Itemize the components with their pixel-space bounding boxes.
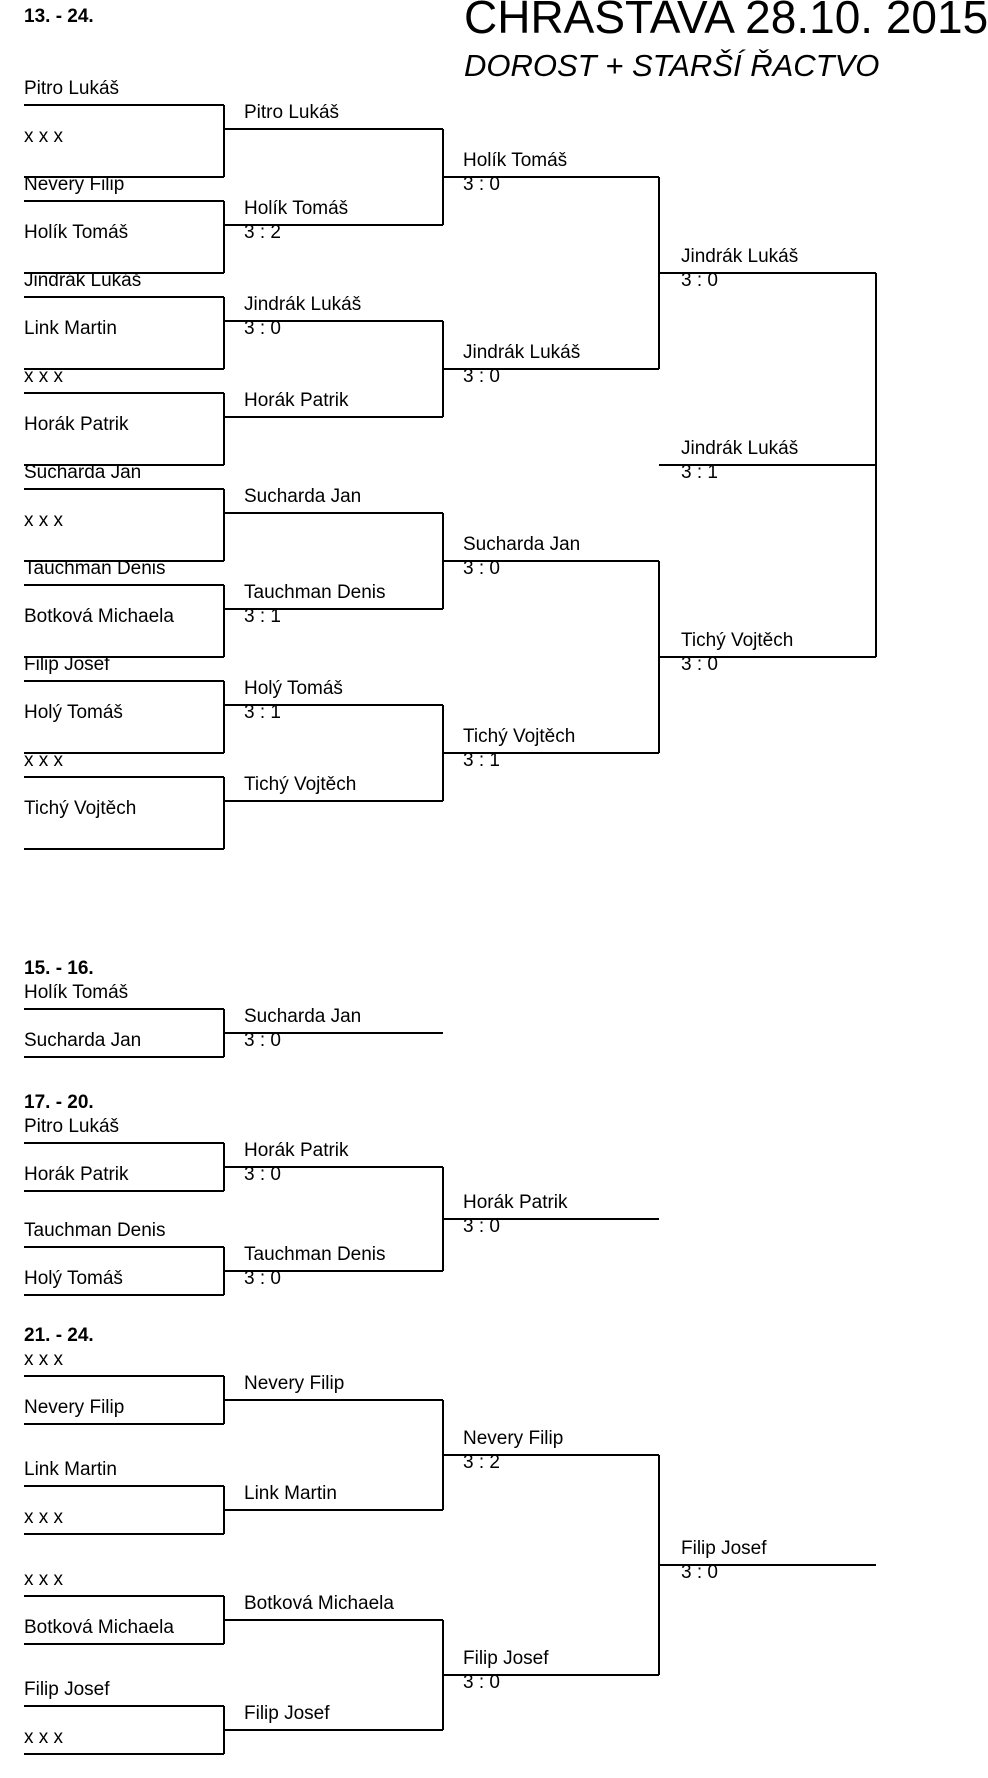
page-subtitle: DOROST + STARŠÍ ŘACTVO (464, 48, 880, 83)
match-score: 3 : 1 (463, 750, 500, 771)
player-name: Horák Patrik (24, 414, 129, 435)
match-score: 3 : 1 (681, 462, 718, 483)
match-score: 3 : 0 (463, 366, 500, 387)
player-name: Tauchman Denis (24, 558, 166, 579)
match-score: 3 : 0 (244, 318, 281, 339)
player-name: x x x (24, 366, 64, 387)
match-score: 3 : 0 (244, 1030, 281, 1051)
player-name: x x x (24, 750, 64, 771)
winner-name: Jindrák Lukáš (681, 438, 799, 459)
bracket-sheet: CHRASTAVA 28.10. 2015 DOROST + STARŠÍ ŘA… (24, 0, 988, 1755)
winner-name: Tichý Vojtěch (244, 774, 357, 795)
player-name: x x x (24, 1727, 64, 1748)
winner-name: Filip Josef (463, 1648, 549, 1669)
winner-name: Filip Josef (244, 1703, 330, 1724)
match-score: 3 : 2 (463, 1452, 500, 1473)
player-name: Botková Michaela (24, 606, 174, 627)
winner-name: Sucharda Jan (463, 534, 581, 555)
match-score: 3 : 0 (244, 1164, 281, 1185)
winner-name: Sucharda Jan (244, 1006, 362, 1027)
player-name: x x x (24, 126, 64, 147)
player-name: Sucharda Jan (24, 462, 142, 483)
player-name: Holý Tomáš (24, 1268, 123, 1289)
player-name: Botková Michaela (24, 1617, 174, 1638)
player-name: Nevery Filip (24, 1397, 125, 1418)
player-name: Pitro Lukáš (24, 1116, 120, 1137)
bracket-lines (24, 104, 877, 1755)
winner-name: Sucharda Jan (244, 486, 362, 507)
winner-name: Tauchman Denis (244, 1244, 386, 1265)
player-name: Link Martin (24, 1459, 117, 1480)
match-score: 3 : 0 (463, 558, 500, 579)
winner-name: Nevery Filip (463, 1428, 564, 1449)
player-name: Nevery Filip (24, 174, 125, 195)
match-score: 3 : 0 (463, 1672, 500, 1693)
player-name: x x x (24, 1569, 64, 1590)
winner-name: Tichý Vojtěch (681, 630, 794, 651)
player-name: Link Martin (24, 318, 117, 339)
player-name: Jindrák Lukáš (24, 270, 142, 291)
section-label: 21. - 24. (24, 1325, 94, 1346)
player-name: x x x (24, 1507, 64, 1528)
match-score: 3 : 0 (463, 174, 500, 195)
player-name: Filip Josef (24, 654, 110, 675)
winner-name: Tauchman Denis (244, 582, 386, 603)
winner-name: Botková Michaela (244, 1593, 394, 1614)
match-score: 3 : 1 (244, 606, 281, 627)
winner-name: Link Martin (244, 1483, 337, 1504)
winner-name: Horák Patrik (244, 1140, 349, 1161)
winner-name: Jindrák Lukáš (681, 246, 799, 267)
section-label: 13. - 24. (24, 6, 94, 27)
match-score: 3 : 0 (681, 654, 718, 675)
match-score: 3 : 1 (244, 702, 281, 723)
player-name: Sucharda Jan (24, 1030, 142, 1051)
player-name: Holý Tomáš (24, 702, 123, 723)
winner-name: Jindrák Lukáš (463, 342, 581, 363)
section-label: 15. - 16. (24, 958, 94, 979)
winner-name: Holík Tomáš (463, 150, 568, 171)
winner-name: Filip Josef (681, 1538, 767, 1559)
player-name: Tichý Vojtěch (24, 798, 137, 819)
match-score: 3 : 0 (681, 270, 718, 291)
player-name: x x x (24, 510, 64, 531)
winner-name: Holý Tomáš (244, 678, 343, 699)
page-title: CHRASTAVA 28.10. 2015 (464, 0, 988, 43)
player-name: x x x (24, 1349, 64, 1370)
player-name: Tauchman Denis (24, 1220, 166, 1241)
section-label: 17. - 20. (24, 1092, 94, 1113)
player-name: Filip Josef (24, 1679, 110, 1700)
match-score: 3 : 0 (681, 1562, 718, 1583)
player-name: Holík Tomáš (24, 982, 129, 1003)
match-score: 3 : 0 (463, 1216, 500, 1237)
winner-name: Pitro Lukáš (244, 102, 340, 123)
winner-name: Horák Patrik (463, 1192, 568, 1213)
match-score: 3 : 2 (244, 222, 281, 243)
winner-name: Tichý Vojtěch (463, 726, 576, 747)
player-name: Pitro Lukáš (24, 78, 120, 99)
player-name: Horák Patrik (24, 1164, 129, 1185)
winner-name: Nevery Filip (244, 1373, 345, 1394)
player-name: Holík Tomáš (24, 222, 129, 243)
winner-name: Holík Tomáš (244, 198, 349, 219)
match-score: 3 : 0 (244, 1268, 281, 1289)
winner-name: Horák Patrik (244, 390, 349, 411)
winner-name: Jindrák Lukáš (244, 294, 362, 315)
